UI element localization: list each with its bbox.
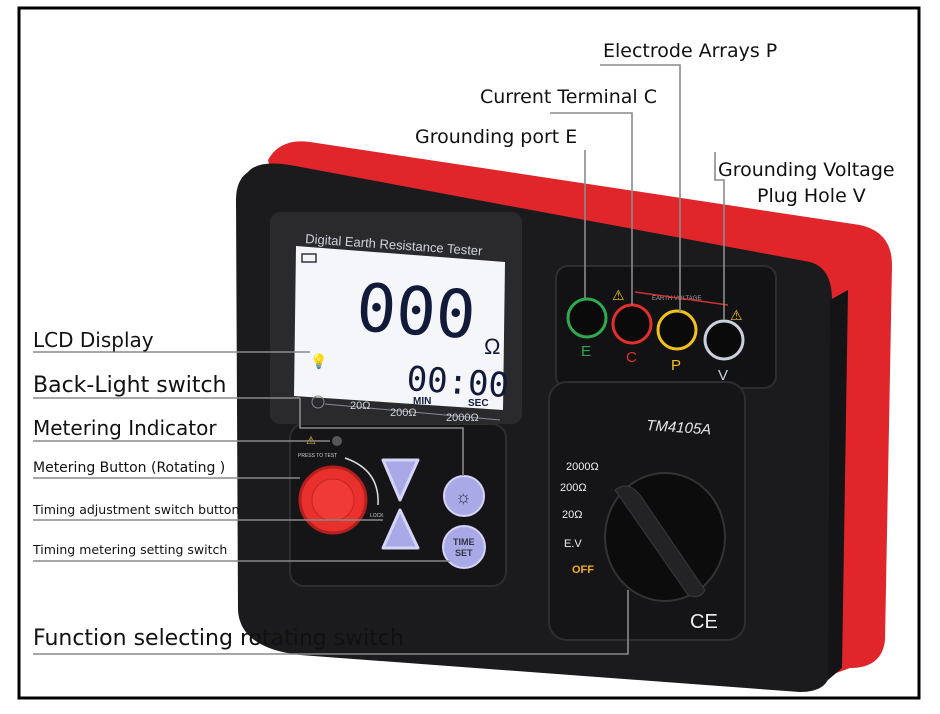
range-20: 20Ω: [562, 509, 582, 521]
body-side: [828, 290, 848, 680]
callout-timing-adjust: Timing adjustment switch button: [32, 502, 239, 517]
terminal-e-label: E: [581, 343, 591, 360]
sun-icon: ☼: [455, 487, 472, 507]
callout-grounding-voltage: Grounding Voltage: [718, 159, 895, 181]
timer-reading: 00:00: [405, 359, 510, 406]
scale-20: 20Ω: [350, 400, 370, 412]
callout-backlight-switch: Back-Light switch: [33, 373, 226, 398]
range-ev: E.V: [564, 538, 582, 550]
range-2000: 2000Ω: [566, 461, 599, 473]
set-label: SET: [455, 548, 473, 558]
terminal-p-label: P: [671, 357, 681, 374]
callout-metering-button: Metering Button (Rotating ): [33, 460, 225, 476]
model-label: TM4105A: [646, 417, 712, 438]
terminal-c[interactable]: C: [611, 303, 653, 366]
callout-current-terminal: Current Terminal C: [480, 86, 657, 108]
callout-electrode-arrays: Electrode Arrays P: [603, 40, 777, 62]
time-label: TIME: [453, 537, 475, 547]
image-frame: [17, 6, 921, 700]
rotary-switch-pointer: [614, 485, 706, 598]
up-button[interactable]: [381, 508, 420, 550]
time-set-button[interactable]: TIME SET: [442, 525, 486, 569]
resistance-reading: 000: [354, 269, 478, 354]
warning-icon: ⚠: [730, 307, 743, 323]
terminal-c-label: C: [626, 349, 637, 366]
earth-voltage-line: [634, 291, 729, 306]
warning-icon: ⚠: [612, 287, 625, 303]
earth-voltage-label: EARTH VOLTAGE: [652, 296, 701, 302]
ce-mark: CE: [690, 611, 718, 633]
terminal-p[interactable]: P: [656, 309, 698, 374]
leader-lines: [33, 64, 725, 655]
scale-line: [324, 403, 501, 421]
battery-icon: [301, 253, 317, 263]
terminal-e[interactable]: E: [566, 297, 608, 360]
callout-grounding-port: Grounding port E: [415, 126, 577, 148]
lcd-screen: [294, 246, 505, 410]
scale-200: 200Ω: [390, 407, 417, 419]
scale-2000: 2000Ω: [446, 412, 479, 424]
down-button[interactable]: [381, 458, 420, 502]
range-off: OFF: [572, 564, 594, 576]
callout-plug-hole: Plug Hole V: [757, 185, 866, 207]
callout-lcd-display: LCD Display: [33, 328, 154, 352]
min-label: MIN: [413, 396, 431, 407]
press-to-test-label: PRESS TO TEST: [298, 453, 337, 459]
terminal-v-label: V: [718, 367, 728, 384]
backlight-button[interactable]: ☼: [443, 475, 485, 517]
callout-timing-setting: Timing metering setting switch: [32, 542, 227, 557]
lock-label: LOCK: [370, 513, 384, 519]
rotation-arrow: [344, 457, 379, 506]
terminal-v[interactable]: V: [703, 319, 745, 384]
callout-function-switch: Function selecting rotating switch: [33, 626, 404, 651]
metering-indicator-led: [332, 436, 342, 446]
callout-metering-indicator: Metering Indicator: [33, 416, 217, 440]
bulb-icon: 💡: [310, 353, 327, 370]
range-200: 200Ω: [560, 482, 587, 494]
ohm-unit: Ω: [484, 334, 500, 359]
earth-icon: [311, 395, 325, 409]
sec-label: SEC: [468, 398, 489, 409]
metering-button[interactable]: [298, 465, 368, 535]
